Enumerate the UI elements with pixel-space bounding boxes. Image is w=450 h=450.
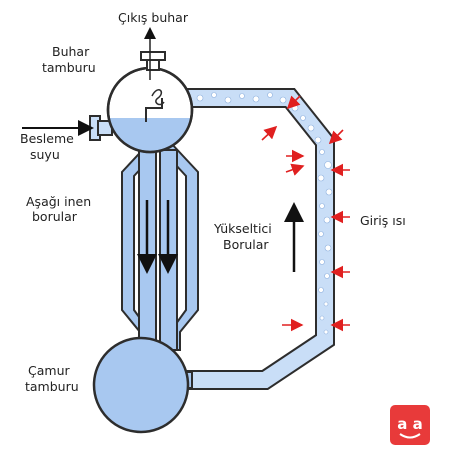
steam-drum <box>106 51 194 154</box>
mud-drum <box>92 336 190 434</box>
steam-drum-label-2: tamburu <box>42 60 96 75</box>
feed-water-label-2: suyu <box>30 147 60 162</box>
downcomer-label-1: Aşağı inen <box>26 194 91 209</box>
mud-drum-label-1: Çamur <box>28 363 70 378</box>
riser-label-1: Yükseltici <box>213 221 272 236</box>
heat-in-label: Giriş ısı <box>360 213 406 228</box>
brand-logo: a a <box>390 405 430 445</box>
steam-drum-label-1: Buhar <box>52 44 90 59</box>
heat-input-arrows <box>261 95 350 332</box>
downcomer-label-2: borular <box>32 209 78 224</box>
steam-out-label: Çıkış buhar <box>118 10 189 25</box>
riser-label-2: Borular <box>223 237 269 252</box>
mud-drum-label-2: tamburu <box>25 379 79 394</box>
svg-text:a a: a a <box>397 415 422 433</box>
feed-water-label-1: Besleme <box>20 131 74 146</box>
steam-bubbles <box>196 92 333 335</box>
